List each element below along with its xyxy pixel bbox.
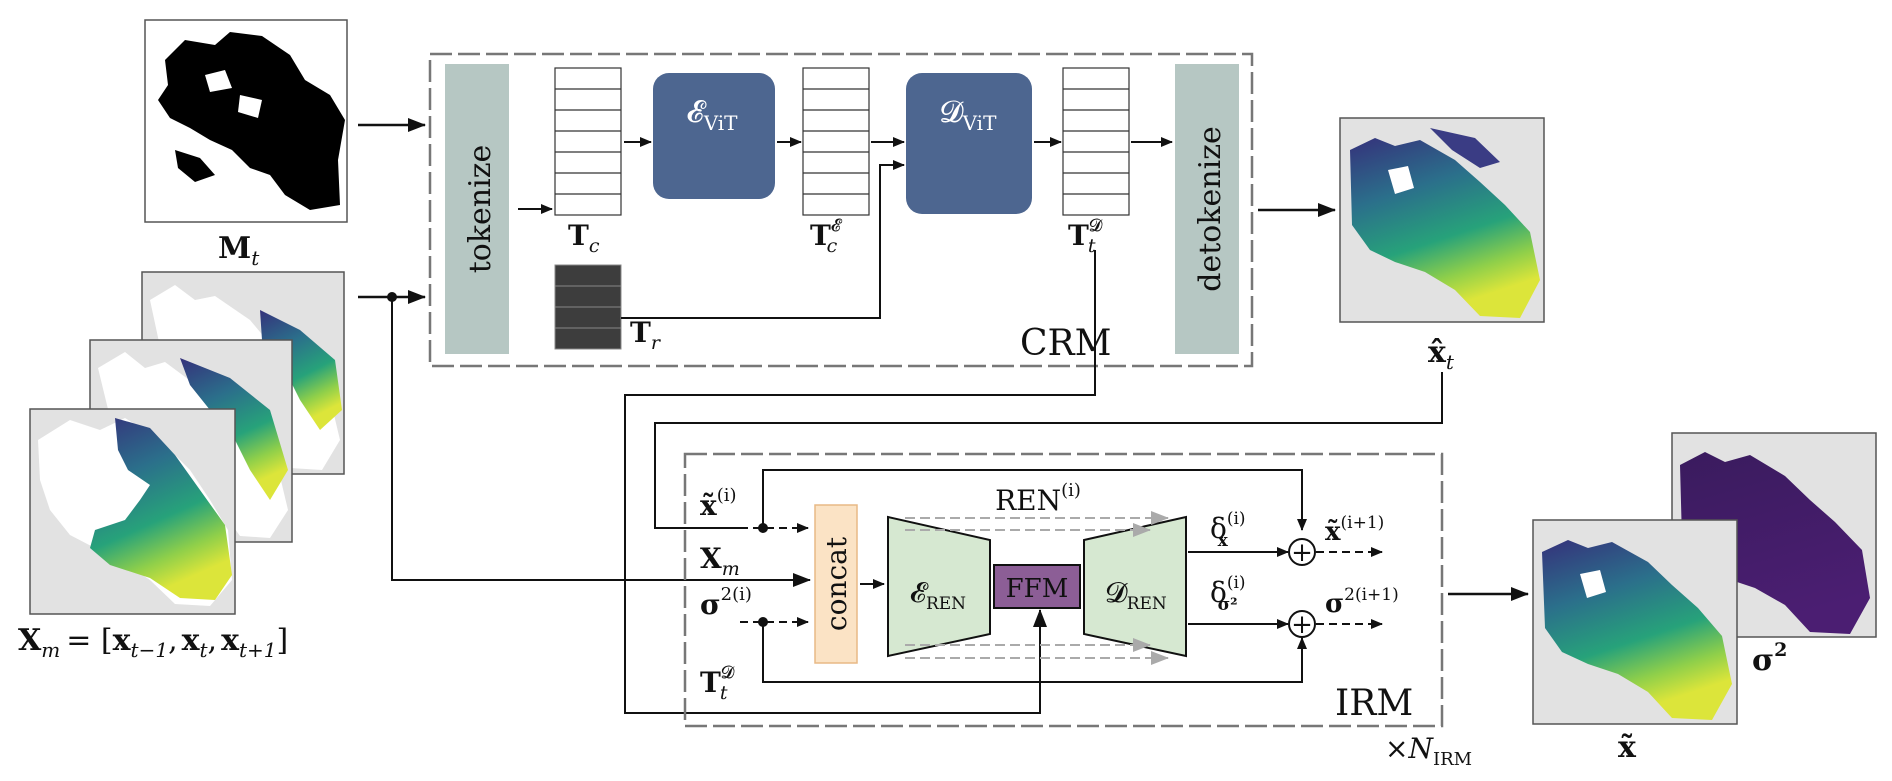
- arrow-tr-dec: [621, 160, 905, 319]
- tc-label: Tc: [568, 219, 600, 257]
- sigma-skip-line: [762, 622, 1307, 683]
- s-next-label: σ2(i+1): [1325, 585, 1399, 619]
- xm-bypass-arrow: [391, 297, 811, 587]
- ren-skip-connections: [905, 511, 1169, 665]
- mask-image: [144, 19, 348, 223]
- xm-equation: Xm= [xt−1,xt,xt+1]: [18, 623, 288, 662]
- input-frame-front: [29, 408, 236, 615]
- xi-skip-line: [762, 469, 1307, 531]
- ren-encoder-block: [887, 515, 991, 658]
- crm-frame: [428, 52, 1254, 368]
- sigma-i-label: σ2(i): [700, 584, 752, 621]
- encoder-vit-block: [653, 73, 775, 199]
- token-stack-tce: [802, 67, 870, 216]
- detokenize-block: [1175, 64, 1239, 354]
- concat-block: [814, 504, 858, 664]
- tr-label: Tr: [630, 316, 662, 354]
- xhat-label: x̂t: [1428, 335, 1455, 374]
- delta-x-label: δ(i)x: [1210, 509, 1246, 551]
- decoder-vit-block: [906, 73, 1032, 214]
- xtilde-image: [1532, 519, 1738, 725]
- detokenize-label: detokenize: [1193, 126, 1228, 291]
- sigma2-label: σ2: [1752, 639, 1787, 678]
- concat-label: concat: [820, 536, 853, 631]
- ren-label: REN(i): [995, 480, 1081, 517]
- ren-decoder-label: 𝓓REN: [1105, 576, 1167, 614]
- decoder-vit-label: 𝓓ViT: [940, 95, 998, 135]
- irm-label: IRM: [1335, 683, 1413, 724]
- xhat-image: [1339, 117, 1545, 323]
- ttd-to-ffm-line: [624, 250, 1096, 714]
- token-stack-tc: [554, 67, 622, 216]
- x-next-label: x̃(i+1): [1325, 513, 1384, 547]
- svg-text:+: +: [1291, 610, 1313, 640]
- mask-label: Mt: [218, 231, 260, 270]
- tokenize-label: tokenize: [463, 145, 498, 274]
- encoder-vit-label: 𝓔ViT: [686, 95, 738, 135]
- xhat-to-irm-line: [654, 372, 1443, 529]
- irm-repeat-label: ×NIRM: [1385, 732, 1472, 770]
- xtilde-label: x̃: [1618, 730, 1637, 765]
- irm-frame: [683, 452, 1444, 728]
- token-stack-ttd: [1062, 67, 1130, 216]
- crm-label: CRM: [1020, 323, 1112, 364]
- svg-text:+: +: [1291, 538, 1313, 568]
- xi-label: x̃(i): [700, 485, 737, 522]
- adder-x: +: [1288, 538, 1316, 568]
- tokenize-block: [445, 64, 509, 354]
- ren-decoder-block: [1083, 515, 1187, 658]
- token-stack-tr: [554, 264, 622, 350]
- ren-encoder-label: 𝓔REN: [910, 576, 966, 614]
- xm-label: Xm: [700, 542, 740, 580]
- ffm-label: FFM: [1006, 574, 1069, 604]
- adder-sigma: +: [1288, 610, 1316, 640]
- delta-s-label: δ(i)σ²: [1210, 573, 1246, 615]
- ffm-block: [993, 564, 1081, 609]
